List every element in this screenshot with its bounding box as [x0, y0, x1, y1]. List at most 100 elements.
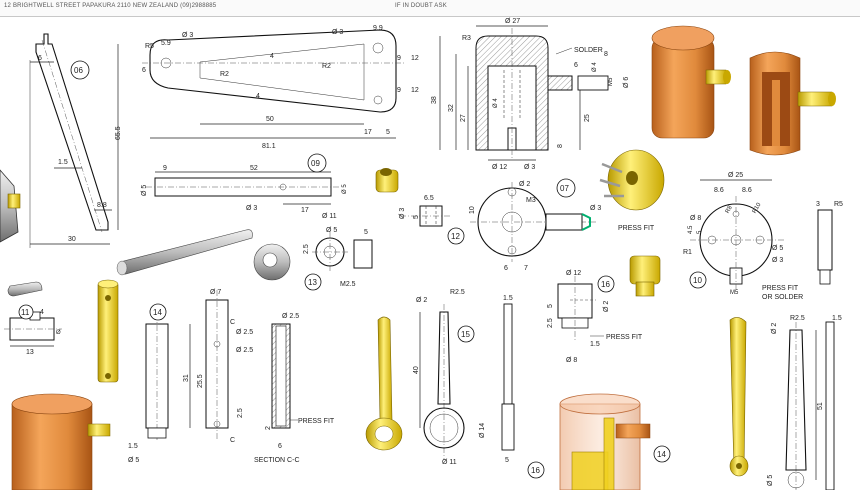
- dim-arm-4b: 4: [256, 93, 260, 100]
- balloon-14: 14: [153, 308, 162, 317]
- label-press-fit-2: PRESS FIT: [298, 418, 335, 425]
- tapered-arm-view: R5 5.9 Ø 3 6 Ø 3 9.9 R2 R2 9 12 4 4 9 12…: [142, 25, 419, 150]
- dim-16-5: 5: [547, 304, 554, 308]
- label-press-fit-1: PRESS FIT: [618, 225, 655, 232]
- dim-12-d3: Ø 3: [399, 208, 406, 219]
- dim-14-25: 2.5: [237, 408, 244, 418]
- balloon-11: 11: [21, 308, 30, 317]
- dim-14-d25a: Ø 2.5: [236, 329, 253, 336]
- dim-10-d5: Ø 5: [772, 245, 783, 252]
- dim-16-25: 2.5: [547, 318, 554, 328]
- dim-rod-9: 9: [163, 165, 167, 172]
- render-brass-cap: [629, 255, 661, 297]
- part-15-view: Ø 2 R2.5 40 15 Ø 11 Ø 14 1.5 5: [413, 289, 515, 466]
- title-strip: 12 BRIGHTWELL STREET PAPAKURA 2110 NEW Z…: [0, 0, 860, 17]
- dim-13-5: 5: [364, 229, 368, 236]
- dim-13-d5: Ø 5: [326, 227, 337, 234]
- dim-12-5: 5: [413, 215, 420, 219]
- dim-10-r1: R1: [683, 249, 692, 256]
- dim-rod-d5b: Ø 5: [342, 184, 348, 194]
- dim-15-r25: R2.5: [450, 289, 465, 296]
- dim-06-88: 8.8: [97, 202, 107, 209]
- label-press-fit-or-solder-1: PRESS FIT: [762, 285, 799, 292]
- dim-15-5: 5: [505, 457, 509, 464]
- dim-arm-r2a: R2: [220, 71, 229, 78]
- dim-10-86a: 8.6: [714, 187, 724, 194]
- label-press-fit-3: PRESS FIT: [606, 334, 643, 341]
- dim-arm-9a: 9: [397, 55, 401, 62]
- dim-15-d14: Ø 14: [479, 423, 486, 438]
- label-c-1: C: [230, 319, 235, 326]
- part-11-view: 11 4 13 Ø: [4, 281, 62, 356]
- render-brass-disc: PRESS FIT: [599, 149, 665, 232]
- dim-16-d8: Ø 8: [566, 357, 577, 364]
- dim-arm-12b: 12: [411, 87, 419, 94]
- dim-cyl-d3: Ø 3: [524, 164, 535, 171]
- dim-arm-4a: 4: [270, 53, 274, 60]
- dim-14-2: 2: [265, 426, 272, 430]
- header-note: IF IN DOUBT ASK: [395, 3, 447, 9]
- dim-14-6: 6: [278, 443, 282, 450]
- balloon-10: 10: [693, 276, 702, 285]
- dim-14-255: 25.5: [197, 374, 204, 388]
- dim-arm-12a: 12: [411, 55, 419, 62]
- dim-rod-d3: Ø 3: [246, 205, 257, 212]
- label-press-fit-or-solder-2: OR SOLDER: [762, 294, 803, 301]
- dim-10-d8: Ø 8: [690, 215, 701, 222]
- dim-cyl-d27: Ø 27: [505, 18, 520, 25]
- dim-br-d2: Ø 2: [771, 323, 778, 334]
- dim-07-d3: Ø 3: [590, 205, 601, 212]
- balloon-14b: 14: [657, 450, 666, 459]
- dim-arm-d3a: Ø 3: [182, 32, 193, 39]
- dim-br-d5: Ø 5: [767, 475, 774, 486]
- dim-07-10: 10: [469, 206, 476, 214]
- dim-10-r8: R8: [725, 204, 734, 214]
- dim-cyl-d4b: Ø 4: [592, 62, 598, 72]
- dim-br-r25: R2.5: [790, 315, 805, 322]
- part-13-view: Ø 11 Ø 5 2.5 5 M2.5 13: [303, 213, 373, 291]
- part-16-view: Ø 12 16 Ø 2 2.5 5 1.5 PRESS FIT Ø 8: [547, 270, 643, 364]
- balloon-15: 15: [461, 330, 470, 339]
- dim-15-d2: Ø 2: [416, 297, 427, 304]
- dim-10-86b: 8.6: [742, 187, 752, 194]
- dim-14-d5: Ø 5: [128, 457, 139, 464]
- dim-cyl-25: 25: [584, 114, 591, 122]
- dim-12-65: 6.5: [424, 195, 434, 202]
- dim-14-d25c: Ø 2.5: [282, 313, 299, 320]
- render-copper-cup: [11, 393, 111, 490]
- dim-11-d: Ø: [56, 330, 61, 336]
- dim-10-d3: Ø 3: [772, 257, 783, 264]
- dim-06-15: 1.5: [58, 159, 68, 166]
- dim-cyl-d4: Ø 4: [493, 98, 499, 108]
- dim-arm-5: 5: [386, 129, 390, 136]
- dim-16-d2: Ø 2: [603, 301, 610, 312]
- dim-cyl-r3: R3: [462, 35, 471, 42]
- balloon-09: 09: [311, 159, 320, 168]
- dim-06-655: 65.5: [115, 126, 122, 140]
- dim-14-d25b: Ø 2.5: [236, 347, 253, 354]
- dim-arm-r2b: R2: [322, 63, 331, 70]
- balloon-16: 16: [601, 280, 610, 289]
- dim-rod-17: 17: [301, 207, 309, 214]
- header-address: 12 BRIGHTWELL STREET PAPAKURA 2110 NEW Z…: [4, 3, 217, 9]
- part-06-view: 6 65.5 1.5 8.8 30 06: [29, 33, 122, 248]
- dim-16-d12: Ø 12: [566, 270, 581, 277]
- dim-arm-6: 6: [142, 67, 146, 74]
- dim-rod-52: 52: [250, 165, 258, 172]
- render-steel-rod: [116, 229, 253, 276]
- balloon-07: 07: [560, 184, 569, 193]
- dim-arm-99: 9.9: [373, 25, 383, 32]
- dim-15-15: 1.5: [503, 295, 513, 302]
- part-14-view: 14 1.5 Ø 5 Ø 7 Ø 2.5 Ø 2.5 Ø 2.5 31 25.5…: [128, 289, 335, 464]
- dim-arm-17: 17: [364, 129, 372, 136]
- dim-10-d25: Ø 25: [728, 172, 743, 179]
- render-brass-shaft: [97, 279, 119, 383]
- label-thread-m5: M5: [730, 290, 739, 296]
- dim-10-5: 5: [697, 230, 703, 234]
- dim-14-15: 1.5: [128, 443, 138, 450]
- dim-06-6: 6: [38, 55, 42, 62]
- render-assembly-cylinder: 16 14: [527, 393, 671, 490]
- part-09-rod: 9 52 Ø 5 Ø 3 17 Ø 5 09: [141, 153, 348, 214]
